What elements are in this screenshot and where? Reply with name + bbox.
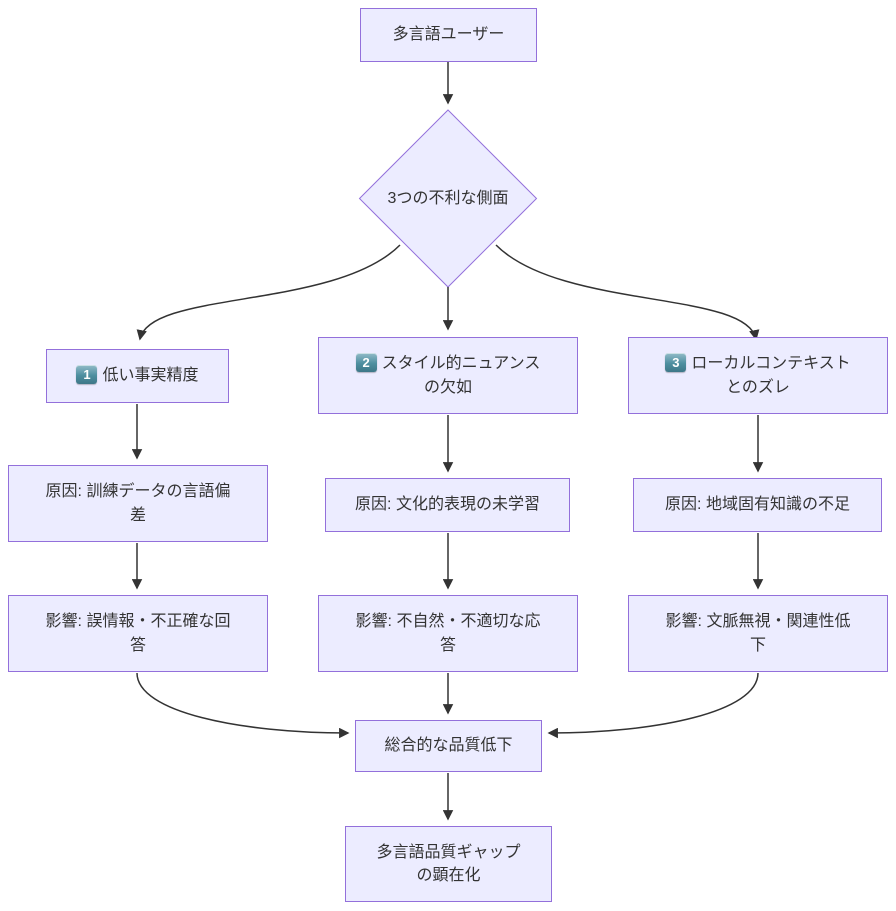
number-badge-1: 1 — [76, 365, 98, 385]
edge-effect1-to-total — [136, 672, 350, 739]
node-label: 影響: 不自然・不適切な応答 — [355, 613, 541, 654]
node-label: ローカルコンテキストとのズレ — [691, 355, 851, 396]
edge-effect3-to-total — [547, 672, 759, 739]
node-cause-training-bias: 原因: 訓練データの言語偏差 — [8, 465, 268, 542]
number-badge-3: 3 — [665, 353, 687, 373]
node-label: 原因: 地域固有知識の不足 — [665, 496, 850, 514]
node-decision-label: 3つの不利な側面 — [360, 172, 536, 225]
node-label: スタイル的ニュアンスの欠如 — [381, 355, 541, 396]
node-label: 総合的な品質低下 — [384, 737, 513, 755]
node-effect-context-ignored: 影響: 文脈無視・関連性低下 — [628, 595, 888, 672]
node-quality-gap-manifestation: 多言語品質ギャップの顕在化 — [345, 826, 552, 902]
node-label: 多言語品質ギャップの顕在化 — [376, 843, 521, 884]
node-effect-misinformation: 影響: 誤情報・不正確な回答 — [8, 595, 268, 672]
node-label: 3つの不利な側面 — [387, 189, 509, 207]
node-label: 原因: 訓練データの言語偏差 — [45, 483, 231, 524]
number-badge-2: 2 — [355, 353, 377, 373]
node-overall-quality-decline: 総合的な品質低下 — [355, 720, 542, 772]
node-cause-cultural-expression: 原因: 文化的表現の未学習 — [325, 478, 570, 532]
node-label: 低い事実精度 — [102, 367, 199, 385]
node-label: 影響: 文脈無視・関連性低下 — [665, 613, 851, 654]
node-label: 原因: 文化的表現の未学習 — [355, 496, 540, 514]
node-effect-unnatural-responses: 影響: 不自然・不適切な応答 — [318, 595, 578, 672]
edge-decision-to-aspect1 — [136, 244, 401, 341]
node-label: 多言語ユーザー — [392, 26, 505, 44]
node-label: 影響: 誤情報・不正確な回答 — [45, 613, 231, 654]
node-multilingual-user: 多言語ユーザー — [360, 8, 537, 62]
edge-decision-to-aspect3 — [495, 244, 760, 341]
node-cause-regional-knowledge: 原因: 地域固有知識の不足 — [633, 478, 882, 532]
